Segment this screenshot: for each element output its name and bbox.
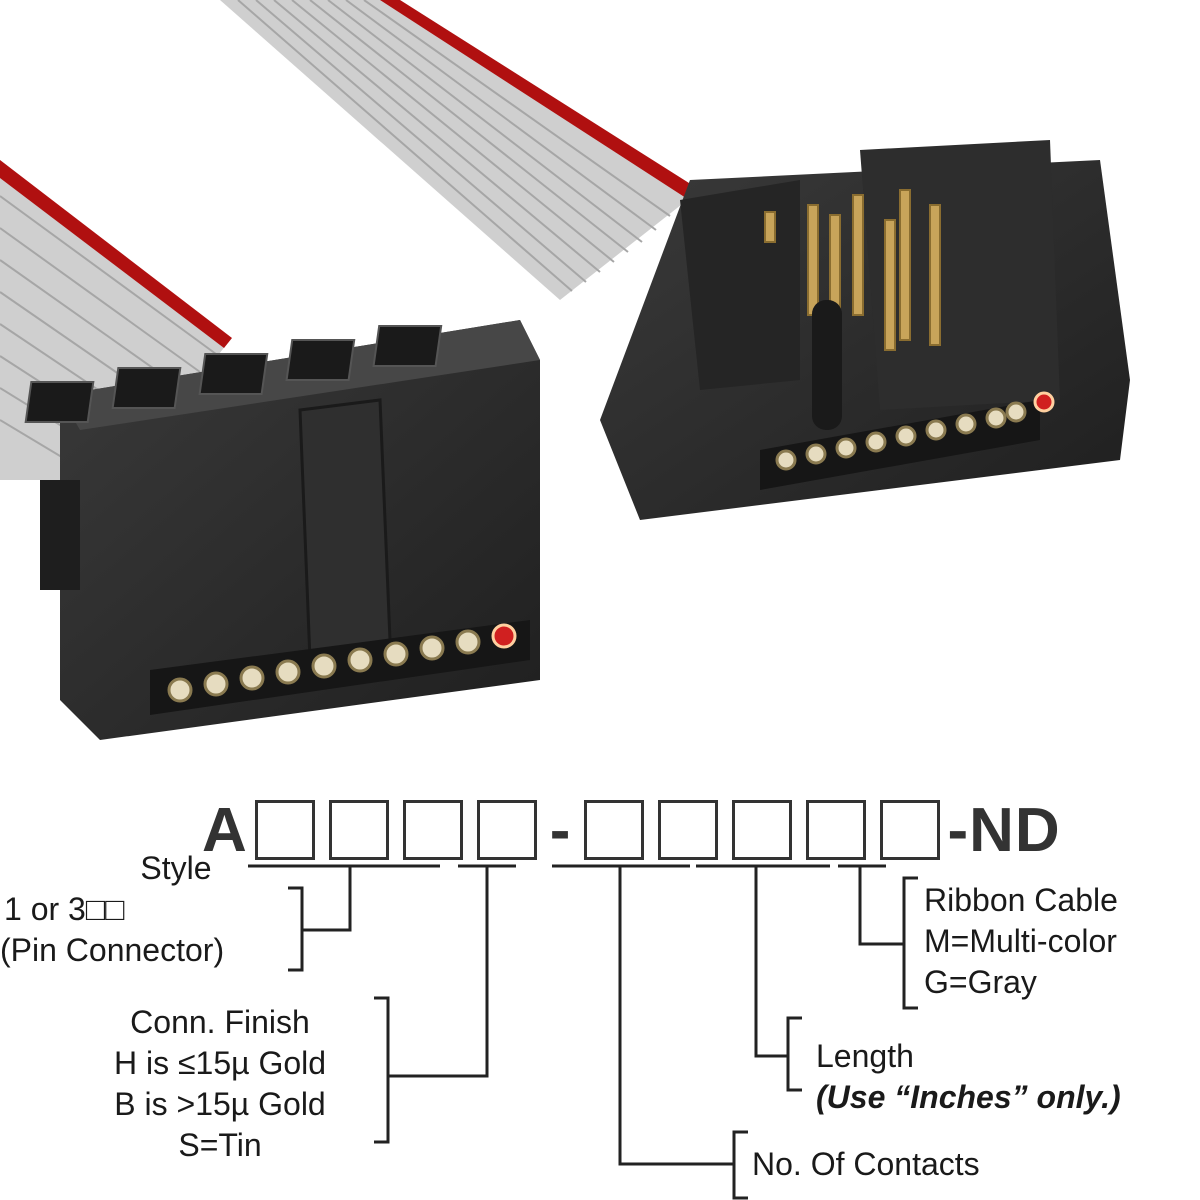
finish-option-s: S=Tin xyxy=(178,1127,262,1163)
length-note: (Use “Inches” only.) xyxy=(816,1079,1121,1115)
finish-option-b: B is >15µ Gold xyxy=(114,1086,326,1122)
contacts-title: No. Of Contacts xyxy=(752,1146,980,1182)
ribbon-label: Ribbon Cable M=Multi-color G=Gray xyxy=(924,880,1118,1003)
style-title: Style xyxy=(140,850,212,886)
product-illustration xyxy=(0,0,1130,740)
ribbon-option-m: M=Multi-color xyxy=(924,923,1117,959)
part-dash: - xyxy=(549,795,572,865)
ribbon-title: Ribbon Cable xyxy=(924,882,1118,918)
style-box-1 xyxy=(254,800,315,860)
finish-option-h: H is ≤15µ Gold xyxy=(113,1045,327,1081)
style-box-3 xyxy=(402,800,463,860)
pin-header-connector xyxy=(600,140,1130,520)
length-title: Length xyxy=(816,1038,914,1074)
finish-box xyxy=(476,800,537,860)
contacts-box-1 xyxy=(584,800,645,860)
style-option: 1 or 3□□ xyxy=(4,891,125,927)
length-box-2 xyxy=(806,800,867,860)
length-box-1 xyxy=(732,800,793,860)
contacts-label: No. Of Contacts xyxy=(752,1144,980,1185)
style-box-2 xyxy=(328,800,389,860)
finish-label: Conn. Finish H is ≤15µ Gold B is >15µ Go… xyxy=(70,1002,370,1166)
ribbon-box xyxy=(880,800,941,860)
socket-connector xyxy=(24,320,540,740)
red-stripe-upper xyxy=(380,0,700,198)
red-stripe-lower xyxy=(0,160,232,348)
contacts-box-2 xyxy=(658,800,719,860)
style-note: (Pin Connector) xyxy=(0,932,225,968)
style-label: Style 1 or 3□□ (Pin Connector) xyxy=(0,848,282,971)
part-number: A - -ND xyxy=(202,790,1061,870)
ribbon-cable-upper xyxy=(220,0,700,300)
finish-title: Conn. Finish xyxy=(130,1004,310,1040)
length-label: Length (Use “Inches” only.) xyxy=(816,1036,1121,1118)
ribbon-option-g: G=Gray xyxy=(924,964,1037,1000)
part-suffix: -ND xyxy=(947,795,1061,865)
part-prefix: A xyxy=(202,795,248,865)
